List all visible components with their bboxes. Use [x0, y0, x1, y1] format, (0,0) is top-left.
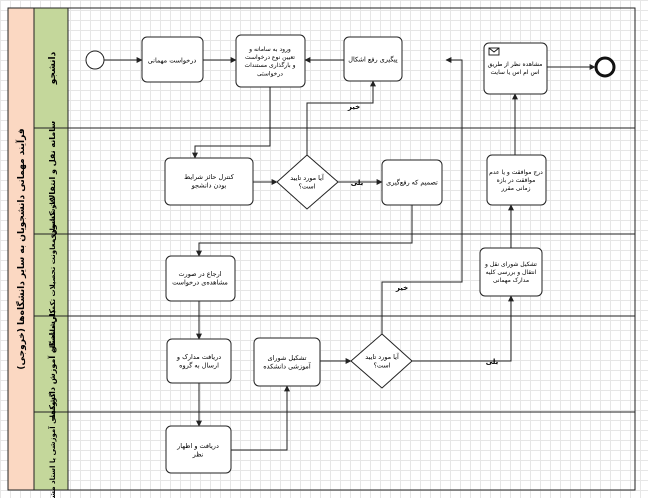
lane-label-org: سامانه نقل و انتقالات کشوری	[48, 121, 57, 241]
text-line: تشکیل شورای نقل و	[484, 261, 537, 268]
text-line: آیا مورد تایید	[290, 173, 325, 182]
task-request-text: درخواست مهمانی	[148, 56, 197, 64]
flow-g1-followup	[306, 80, 376, 155]
text-line: تعیین نوع درخواست	[245, 54, 295, 61]
flow-label-no-1: خیر	[347, 103, 360, 111]
pool-header	[7, 7, 35, 491]
text-line: نظر	[192, 451, 204, 459]
flow-register-check	[192, 87, 271, 159]
text-line: اس ام اس یا سایت	[491, 69, 540, 76]
text-line: ورود به سامانه و	[248, 46, 291, 53]
text-line: زمانی مقرر	[501, 185, 531, 192]
lane-label-faculty: کارشناسان آموزش دانشکده	[47, 309, 58, 419]
text-line: درخواستی	[257, 70, 283, 77]
text-line: مدارک مهمانی	[493, 276, 529, 284]
pool-title: فرآیند مهمانی دانشجویان به سایر دانشگاه‌…	[15, 128, 27, 369]
flow-g2-review	[412, 295, 514, 362]
text-line: تشکیل شورای	[268, 354, 307, 362]
task-request: درخواست مهمانی	[141, 36, 204, 83]
flow-label-yes-1: بلی	[351, 179, 364, 187]
lane-header-dept	[33, 411, 69, 491]
lanes: دانشجو سامانه نقل و انتقالات کشوری کارشن…	[33, 7, 635, 498]
text-line: مشاهده نظر از طریق	[488, 61, 543, 68]
flow-g2-no	[381, 57, 463, 334]
text-line: آموزشی دانشکده	[263, 362, 312, 371]
text-line: ارجاع در صورت	[178, 270, 221, 278]
task-followup: پیگیری رفع اشکال	[343, 36, 403, 82]
text-line: است؟	[373, 362, 390, 370]
text-line: و بارگذاری مستندات	[244, 61, 295, 69]
lane-label-edu-expert: کارشناسان معاونت تحصیلات تکمیلی دانشگاه	[48, 197, 57, 352]
flow-label-no-2: خیر	[395, 284, 408, 292]
text-line: بودن دانشجو	[191, 182, 227, 190]
lane-label-dept: گروه‌های آموزشی یا استاد مشاور	[48, 392, 57, 498]
task-decide-fix-text: تصمیم که رفع‌گیری	[386, 178, 438, 186]
text-line: درخواست مهمانی	[148, 56, 197, 64]
text-line: موافقت در بازه	[497, 177, 536, 184]
flow-dept-council	[231, 385, 290, 451]
lane-header-edu-expert	[33, 233, 69, 317]
text-line: است؟	[298, 183, 315, 191]
task-decide-fix: تصمیم که رفع‌گیری	[381, 159, 443, 206]
text-line: کنترل حائز شرایط	[184, 173, 235, 181]
text-line: درج موافقت و یا عدم	[489, 169, 543, 176]
text-line: تصمیم که رفع‌گیری	[386, 178, 438, 186]
text-line: دریافت مدارک و	[176, 353, 221, 361]
flow-label-yes-2: بلی	[486, 358, 499, 366]
start-event-icon	[85, 50, 105, 70]
text-line: دریافت و اظهار	[176, 442, 219, 450]
lane-header-org	[33, 127, 69, 235]
text-line: آیا مورد تایید	[365, 352, 400, 361]
text-line: ارسال به گروه	[179, 362, 219, 370]
task-followup-text: پیگیری رفع اشکال	[348, 55, 398, 63]
flow-decide-refer	[196, 205, 413, 257]
text-line: پیگیری رفع اشکال	[348, 55, 398, 63]
lane-header-student	[33, 7, 69, 129]
lane-label-student: دانشجو	[48, 51, 58, 85]
envelope-icon	[488, 47, 500, 56]
text-line: انتقال و بررسی کلیه	[486, 269, 537, 276]
end-event-icon	[594, 56, 616, 78]
text-line: مشاهده‌ی درخواست	[172, 279, 228, 287]
flows	[104, 57, 596, 451]
